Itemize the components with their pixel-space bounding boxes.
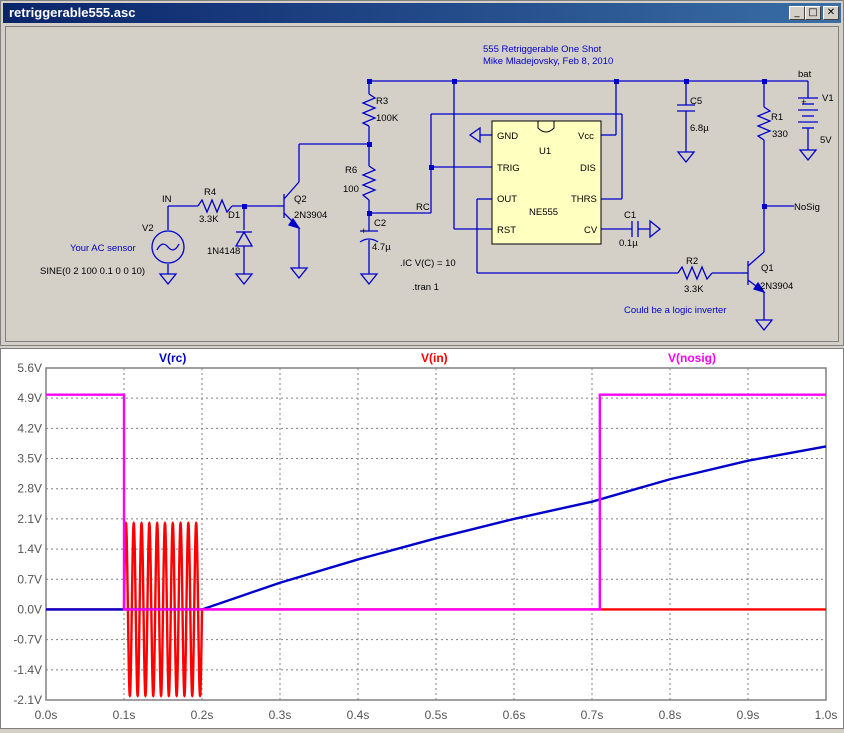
junction-dots — [242, 79, 767, 216]
v1-name: V1 — [822, 93, 834, 104]
schematic-window: retriggerable555.asc _ □ ✕ — [0, 0, 844, 346]
minimize-button[interactable]: _ — [789, 6, 805, 20]
v2-name: V2 — [142, 223, 154, 234]
trace-v-nosig — [46, 393, 826, 611]
wires — [151, 80, 818, 332]
y-tick-label: 0.0V — [17, 602, 42, 616]
y-tick-label: -2.1V — [13, 693, 42, 707]
traces — [46, 393, 827, 698]
waveform-plot: 5.6V 4.9V 4.2V 3.5V 2.8V 2.1V 1.4V 0.7V 0.0V -0.7… — [13, 351, 838, 722]
d1-name: D1 — [228, 210, 240, 221]
r4-value: 3.3K — [199, 214, 219, 225]
x-tick-label: 0.0s — [35, 708, 58, 722]
r2-name: R2 — [686, 256, 698, 267]
c2-plus: + — [361, 226, 367, 237]
y-tick-label: 2.8V — [17, 482, 42, 496]
y-tick-label: 4.2V — [17, 421, 42, 435]
grid — [46, 368, 826, 700]
pin-vcc: Vcc — [578, 131, 594, 142]
trace-v-rc — [46, 445, 827, 611]
u1-chip[interactable] — [491, 120, 602, 245]
y-tick-label: 1.4V — [17, 542, 42, 556]
y-tick-label: 5.6V — [17, 361, 42, 375]
v1-value: 5V — [820, 135, 832, 146]
v2-note: Your AC sensor — [70, 243, 136, 254]
c2-name: C2 — [374, 218, 386, 229]
legend-v-nosig[interactable]: V(nosig) — [668, 351, 716, 365]
legend-v-in[interactable]: V(in) — [421, 351, 448, 365]
r2-value: 3.3K — [684, 284, 704, 295]
c1-name: C1 — [624, 210, 636, 221]
r6-name: R6 — [345, 165, 357, 176]
x-tick-label: 0.7s — [581, 708, 604, 722]
y-tick-label: -0.7V — [13, 633, 42, 647]
pin-thrs: THRS — [571, 194, 597, 205]
c2-value: 4.7µ — [372, 242, 391, 253]
pin-cv: CV — [584, 225, 598, 236]
c5-name: C5 — [690, 96, 702, 107]
x-tick-label: 0.9s — [737, 708, 760, 722]
window-title: retriggerable555.asc — [9, 5, 136, 20]
x-tick-label: 0.3s — [269, 708, 292, 722]
y-tick-label: 3.5V — [17, 452, 42, 466]
y-tick-label: 2.1V — [17, 512, 42, 526]
x-tick-label: 0.8s — [659, 708, 682, 722]
q1-value: 2N3904 — [760, 281, 793, 292]
pin-rst: RST — [497, 225, 516, 236]
c5-value: 6.8µ — [690, 123, 709, 134]
x-tick-label: 1.0s — [815, 708, 838, 722]
x-tick-label: 0.6s — [503, 708, 526, 722]
net-rc: RC — [416, 202, 430, 213]
pin-gnd: GND — [497, 131, 518, 142]
schematic-canvas[interactable]: GND Vcc TRIG DIS OUT THRS RST CV U1 NE55… — [5, 26, 839, 342]
r1-value: 330 — [772, 129, 788, 140]
r1-name: R1 — [771, 112, 783, 123]
directive-ic: .IC V(C) = 10 — [400, 258, 456, 269]
x-tick-label: 0.5s — [425, 708, 448, 722]
pin-dis: DIS — [580, 163, 596, 174]
schematic-drawing: GND Vcc TRIG DIS OUT THRS RST CV U1 NE55… — [40, 44, 834, 332]
r3-name: R3 — [376, 96, 388, 107]
pin-out: OUT — [497, 194, 517, 205]
q2-value: 2N3904 — [294, 210, 327, 221]
y-axis-ticks: 5.6V 4.9V 4.2V 3.5V 2.8V 2.1V 1.4V 0.7V 0.0V -0.7… — [13, 361, 42, 707]
q2-name: Q2 — [294, 194, 307, 205]
q1-note: Could be a logic inverter — [624, 305, 726, 316]
c1-value: 0.1µ — [619, 238, 638, 249]
schematic-heading-2: Mike Mladejovsky, Feb 8, 2010 — [483, 56, 613, 67]
net-in: IN — [162, 194, 172, 205]
close-button[interactable]: ✕ — [823, 6, 839, 20]
maximize-button[interactable]: □ — [805, 6, 821, 20]
v1-plus: + — [801, 97, 807, 108]
r4-name: R4 — [204, 187, 216, 198]
y-tick-label: 4.9V — [17, 391, 42, 405]
u1-name: U1 — [539, 146, 551, 157]
x-tick-label: 0.1s — [113, 708, 136, 722]
net-nosig: NoSig — [794, 202, 820, 213]
schematic-heading-1: 555 Retriggerable One Shot — [483, 44, 602, 55]
x-tick-label: 0.2s — [191, 708, 214, 722]
directive-tran: .tran 1 — [412, 282, 439, 293]
r3-value: 100K — [376, 113, 399, 124]
legend-v-rc[interactable]: V(rc) — [159, 351, 186, 365]
y-tick-label: -1.4V — [13, 663, 42, 677]
x-tick-label: 0.4s — [347, 708, 370, 722]
y-tick-label: 0.7V — [17, 572, 42, 586]
pin-trig: TRIG — [497, 163, 520, 174]
waveform-window[interactable]: 5.6V 4.9V 4.2V 3.5V 2.8V 2.1V 1.4V 0.7V 0.0V -0.7… — [0, 348, 844, 729]
d1-value: 1N4148 — [207, 246, 240, 257]
u1-part: NE555 — [529, 207, 558, 218]
net-bat: bat — [798, 69, 812, 80]
r6-value: 100 — [343, 184, 359, 195]
q1-name: Q1 — [761, 263, 774, 274]
x-axis-ticks: 0.0s 0.1s 0.2s 0.3s 0.4s 0.5s 0.6s 0.7s 0.8s 0.9s… — [35, 708, 838, 722]
title-bar[interactable]: retriggerable555.asc _ □ ✕ — [3, 3, 841, 23]
v2-value: SINE(0 2 100 0.1 0 0 10) — [40, 266, 145, 277]
